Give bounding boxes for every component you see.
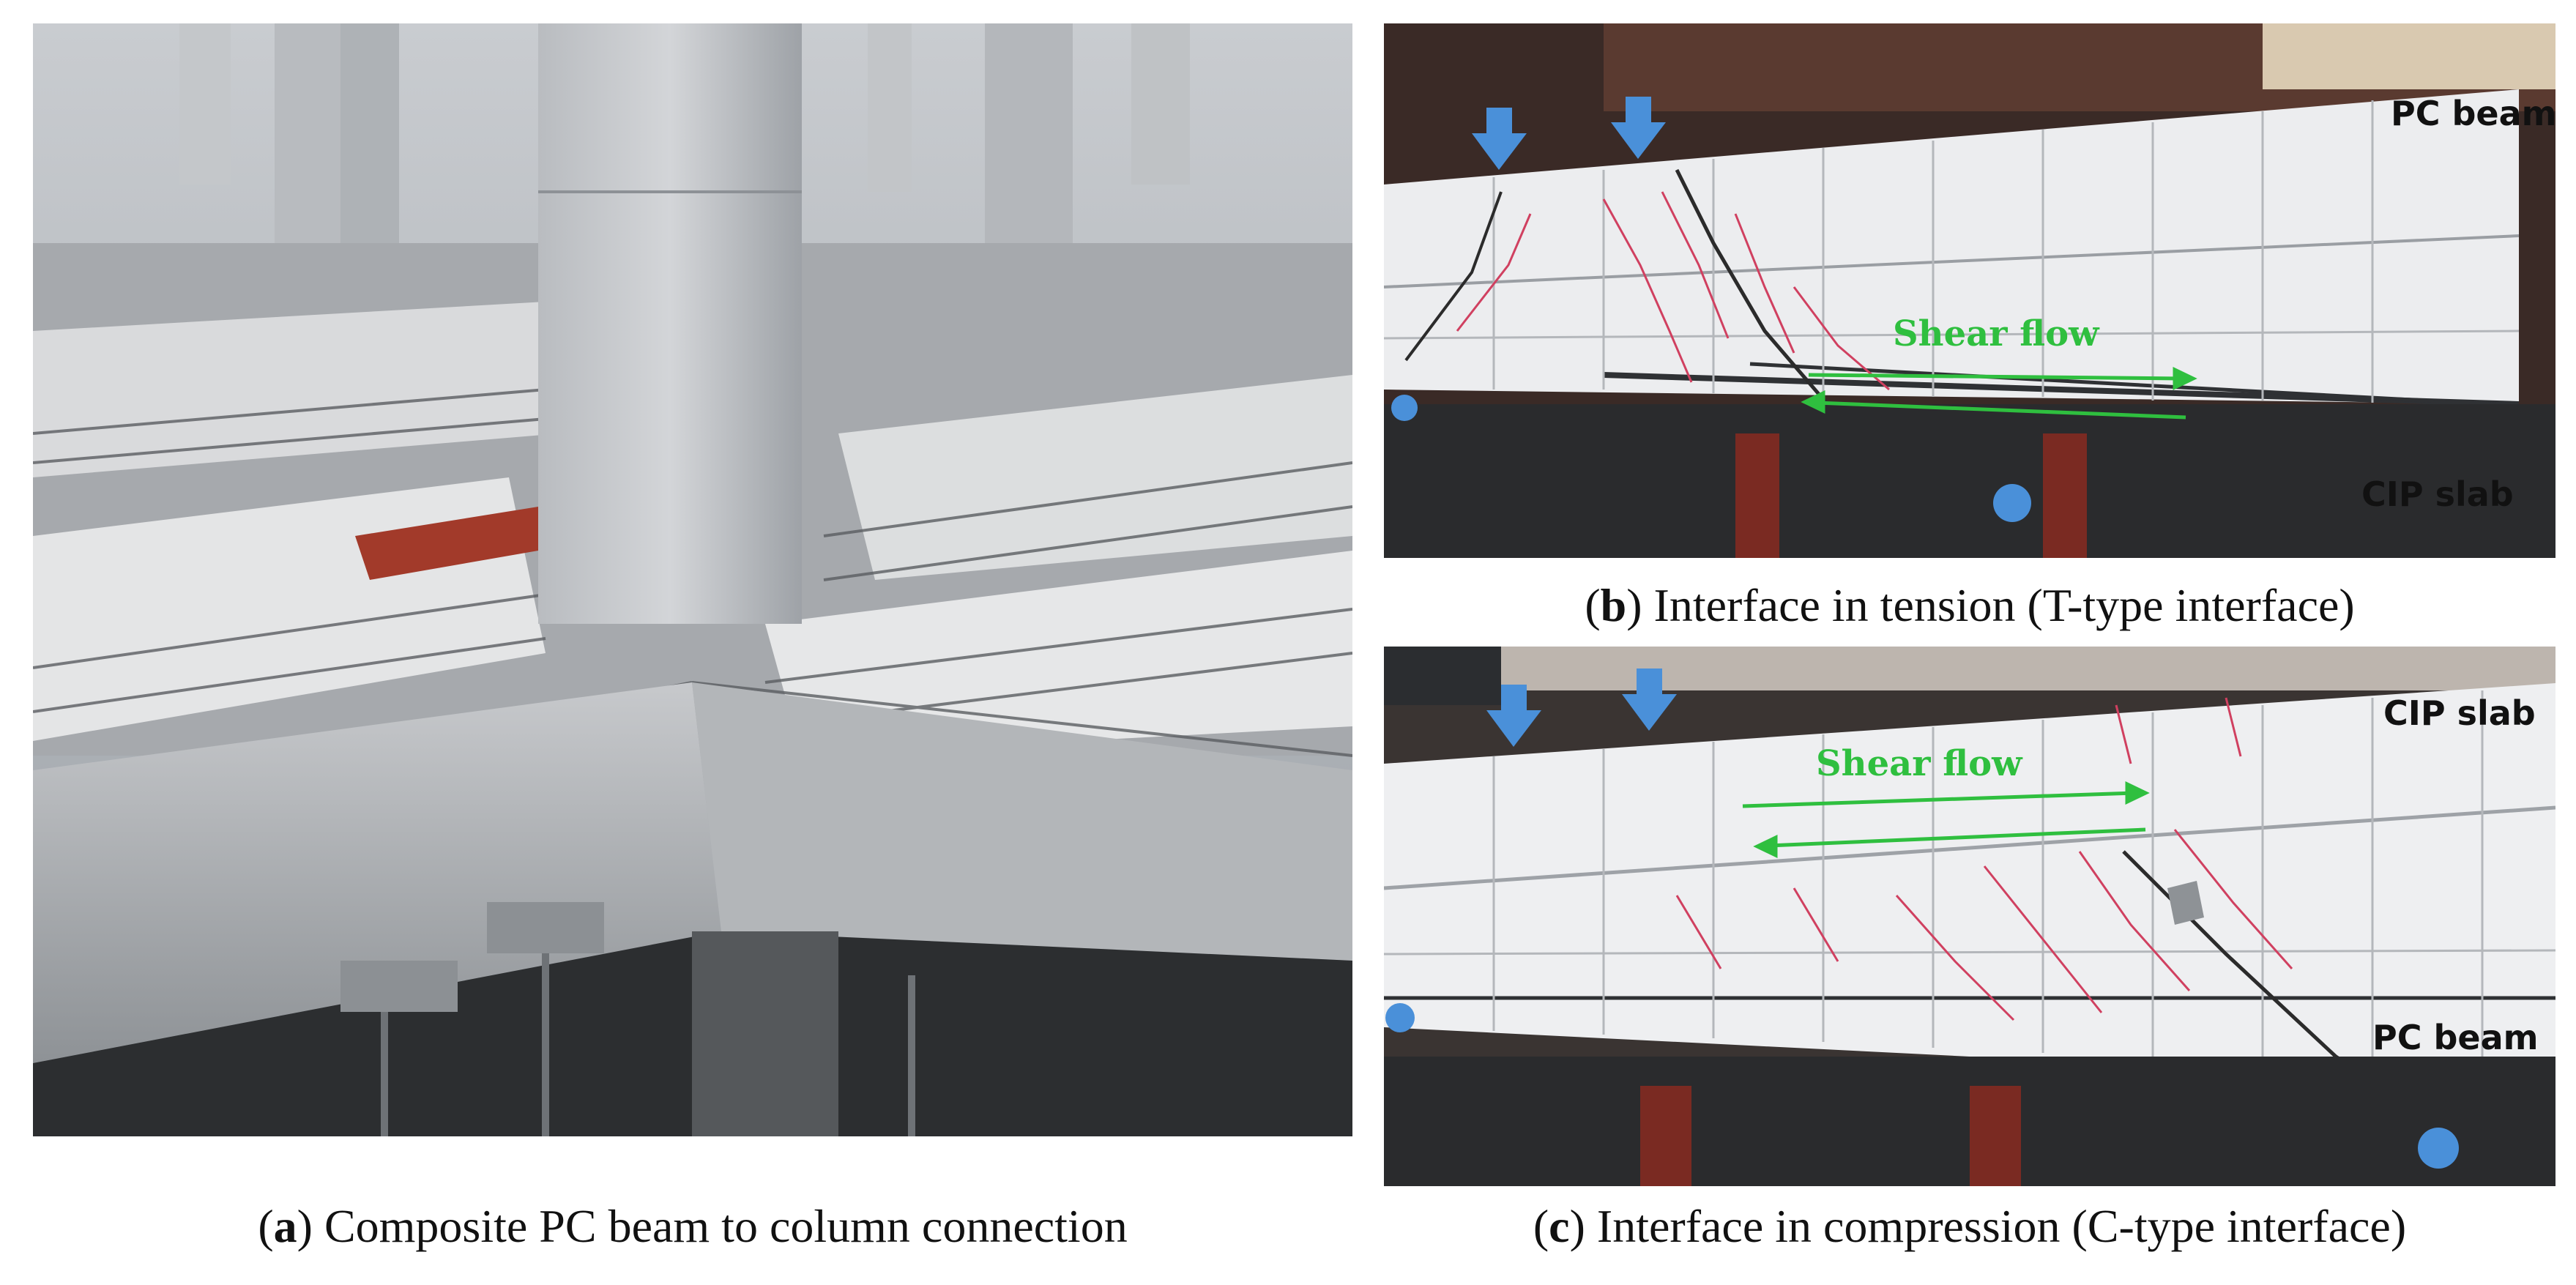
caption-panel-c: (c) Interface in compression (C-type int… xyxy=(1533,1200,2407,1252)
caption-letter: c xyxy=(1549,1200,1570,1252)
label-shear-flow: Shear flow xyxy=(1816,743,2022,784)
label-cip-slab: CIP slab xyxy=(2383,693,2536,733)
caption-letter: b xyxy=(1600,579,1627,631)
photo-t-type-interface-test xyxy=(1384,23,2555,558)
label-pc-beam: PC beam xyxy=(2391,94,2557,133)
label-pc-beam: PC beam xyxy=(2372,1018,2539,1057)
caption-text: Interface in tension (T-type interface) xyxy=(1653,579,2355,631)
caption-panel-a: (a) Composite PC beam to column connecti… xyxy=(258,1200,1128,1252)
caption-panel-b: (b) Interface in tension (T-type interfa… xyxy=(1585,579,2355,631)
label-cip-slab: CIP slab xyxy=(2361,474,2514,514)
caption-letter: a xyxy=(273,1200,297,1252)
caption-text: Composite PC beam to column connection xyxy=(324,1200,1128,1252)
photo-composite-pc-beam-column xyxy=(33,23,1352,1136)
label-shear-flow: Shear flow xyxy=(1893,313,2099,354)
photo-c-type-interface-test xyxy=(1384,647,2555,1186)
caption-text: Interface in compression (C-type interfa… xyxy=(1596,1200,2407,1252)
